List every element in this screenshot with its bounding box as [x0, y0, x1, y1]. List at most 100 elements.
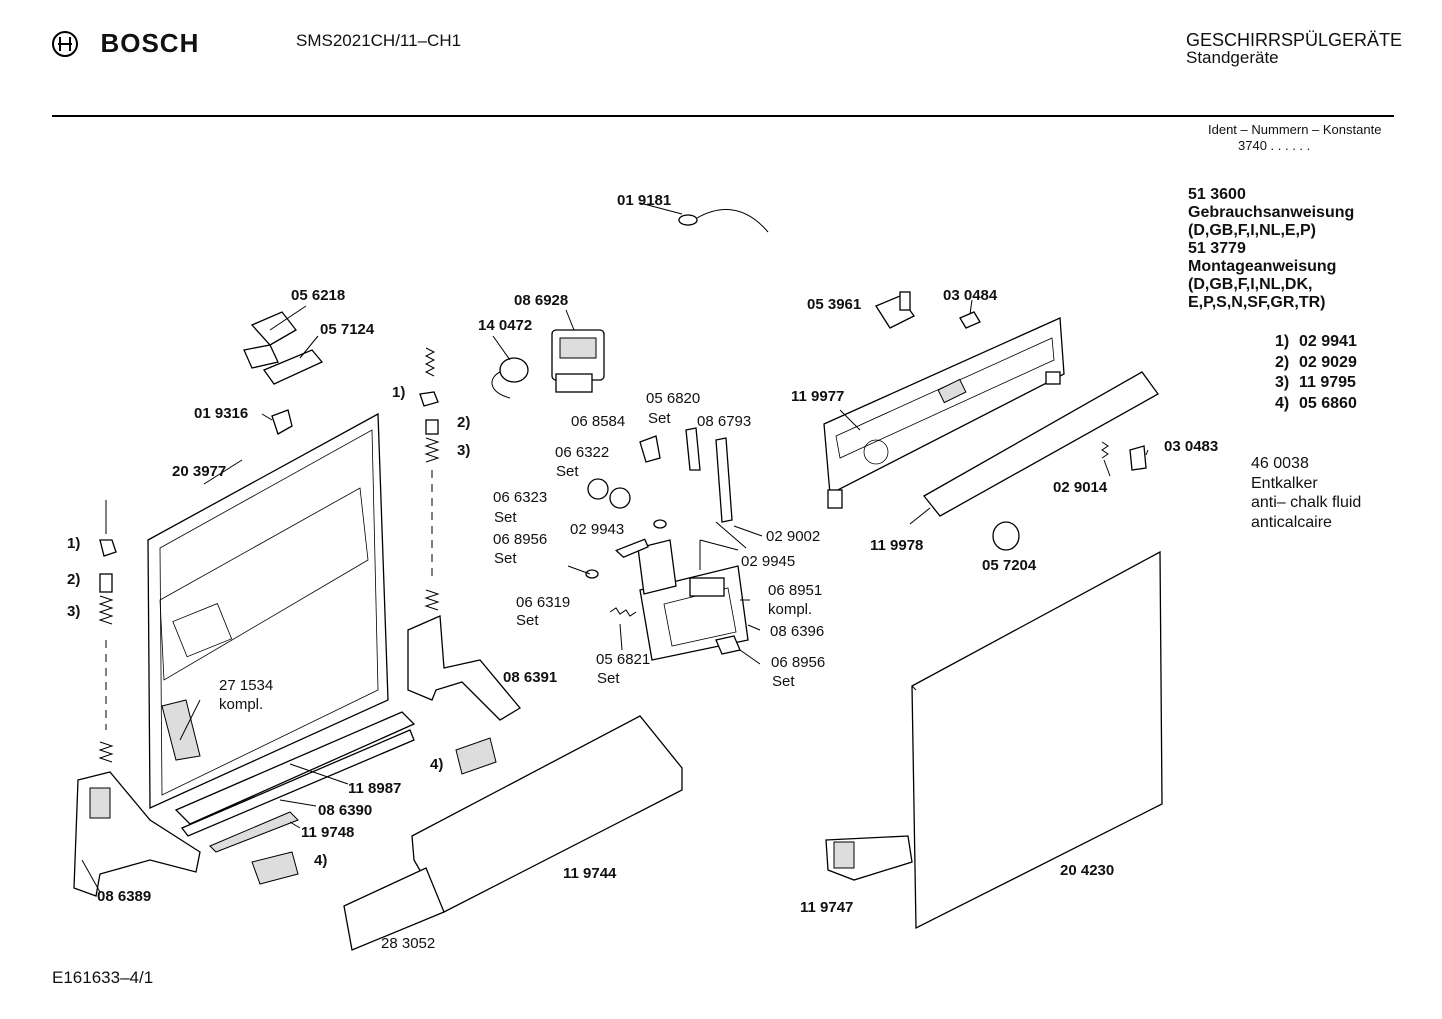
label-119978: 11 9978 — [870, 537, 924, 554]
label-119748: 11 9748 — [301, 824, 355, 841]
label-030483: 03 0483 — [1164, 438, 1219, 455]
label-068956a: 06 8956 — [493, 531, 548, 548]
label-068584: 06 8584 — [571, 413, 626, 430]
label-030484: 03 0484 — [943, 287, 998, 304]
docs-line: 51 3779 — [1188, 240, 1246, 257]
label-066322-set: Set — [556, 463, 579, 480]
brand-name: BOSCH — [100, 28, 200, 58]
legend-row: 2)02 9029 — [1275, 353, 1357, 371]
label-056820-set: Set — [648, 410, 671, 427]
label-119977: 11 9977 — [791, 388, 845, 405]
label-086793: 08 6793 — [697, 413, 752, 430]
ident-value: 3740 . . . . . . — [1238, 138, 1311, 153]
label-019316: 01 9316 — [194, 405, 249, 422]
label-086396: 08 6396 — [770, 623, 825, 640]
marker-2-left: 2) — [67, 571, 81, 588]
bosch-logo: BOSCH — [50, 28, 199, 59]
bosch-armature-icon — [52, 30, 78, 57]
label-203977: 20 3977 — [172, 463, 227, 480]
label-056820: 05 6820 — [646, 390, 701, 407]
label-056821-set: Set — [597, 670, 620, 687]
motor-part — [491, 309, 605, 399]
label-053961: 05 3961 — [807, 296, 862, 313]
hinge-assembly-086389 — [73, 771, 201, 897]
label-086391: 08 6391 — [503, 669, 558, 686]
label-066322: 06 6322 — [555, 444, 610, 461]
door-seal-strips — [174, 711, 416, 853]
kickplate — [343, 715, 683, 951]
lock-clip-part — [243, 305, 324, 385]
legend-row: 4)05 6860 — [1275, 394, 1357, 412]
chemical-line: anticalcaire — [1251, 513, 1332, 531]
label-086390: 08 6390 — [318, 802, 373, 819]
label-118987: 11 8987 — [348, 780, 402, 797]
legend-row: 3)11 9795 — [1275, 374, 1356, 391]
selector-knob — [992, 441, 1147, 551]
drawing-code: E161633–4/1 — [52, 968, 154, 987]
marker-2-center: 2) — [457, 414, 471, 431]
marker-3-center: 3) — [457, 442, 471, 459]
label-029002: 02 9002 — [766, 528, 821, 545]
chemical-block: 46 0038 Entkalker anti– chalk fluid anti… — [1251, 454, 1361, 532]
label-029014: 02 9014 — [1053, 479, 1108, 496]
label-119747: 11 9747 — [800, 899, 854, 916]
label-056218: 05 6218 — [291, 287, 346, 304]
label-068951-kompl: kompl. — [768, 601, 813, 618]
marker-1-left: 1) — [67, 535, 81, 552]
label-204230: 20 4230 — [1060, 862, 1115, 879]
label-029945: 02 9945 — [741, 553, 796, 570]
label-119744: 11 9744 — [563, 865, 617, 882]
label-283052: 28 3052 — [381, 935, 436, 952]
leader-lines — [81, 409, 1149, 893]
label-068956b-set: Set — [772, 673, 795, 690]
docs-line: 51 3600 — [1188, 186, 1246, 203]
docs-line: (D,GB,F,I,NL,E,P) — [1188, 222, 1316, 239]
docs-line: Gebrauchsanweisung — [1188, 204, 1355, 221]
model-number: SMS2021CH/11–CH1 — [296, 31, 462, 50]
label-068956a-set: Set — [494, 550, 517, 567]
docs-line: Montageanweisung — [1188, 258, 1337, 275]
hinge-bracket-086391 — [407, 615, 521, 721]
marker-1-center: 1) — [392, 384, 406, 401]
chemical-line: 46 0038 — [1251, 455, 1309, 472]
left-hinge-springs — [98, 500, 117, 763]
marker-4-left: 4) — [314, 852, 328, 869]
label-271534-kompl: kompl. — [219, 696, 264, 713]
chemical-line: anti– chalk fluid — [1251, 494, 1362, 511]
foot-pads — [251, 737, 497, 885]
label-068951: 06 8951 — [768, 582, 823, 599]
clip-019316-part — [261, 409, 293, 435]
center-hinge-springs — [419, 347, 440, 611]
label-086389: 08 6389 — [97, 888, 152, 905]
outer-door-panel — [911, 550, 1163, 930]
label-066319-set: Set — [516, 612, 539, 629]
ident-label: Ident – Nummern – Konstante — [1208, 122, 1382, 137]
label-057124: 05 7124 — [320, 321, 375, 338]
latch-part — [825, 835, 913, 881]
detergent-dispenser — [567, 427, 749, 661]
label-056821: 05 6821 — [596, 651, 651, 668]
label-068956b: 06 8956 — [771, 654, 826, 671]
label-066323-set: Set — [494, 509, 517, 526]
fascia-trim-strip — [923, 371, 1159, 517]
docs-line: (D,GB,F,I,NL,DK, — [1188, 276, 1313, 293]
marker-4-center: 4) — [430, 756, 444, 773]
control-panel-fascia — [823, 317, 1065, 509]
marker-3-left: 3) — [67, 603, 81, 620]
legend-row: 1)02 9941 — [1275, 333, 1357, 350]
docs-line: E,P,S,N,SF,GR,TR) — [1188, 294, 1326, 311]
label-066323: 06 6323 — [493, 489, 548, 506]
label-066319: 06 6319 — [516, 594, 571, 611]
label-271534: 27 1534 — [219, 677, 274, 694]
inner-door-panel — [147, 412, 389, 810]
label-140472: 14 0472 — [478, 317, 533, 334]
label-086928: 08 6928 — [514, 292, 569, 309]
chemical-line: Entkalker — [1251, 474, 1318, 492]
legend: 1)02 9941 2)02 9029 3)11 9795 4)05 6860 — [1275, 332, 1357, 414]
label-019181: 01 9181 — [617, 192, 672, 209]
docs-block: 51 3600 Gebrauchsanweisung (D,GB,F,I,NL,… — [1188, 186, 1354, 312]
hinge-bracket-part — [875, 291, 981, 329]
category-subtitle: Standgeräte — [1186, 48, 1279, 67]
label-029943: 02 9943 — [570, 521, 625, 538]
